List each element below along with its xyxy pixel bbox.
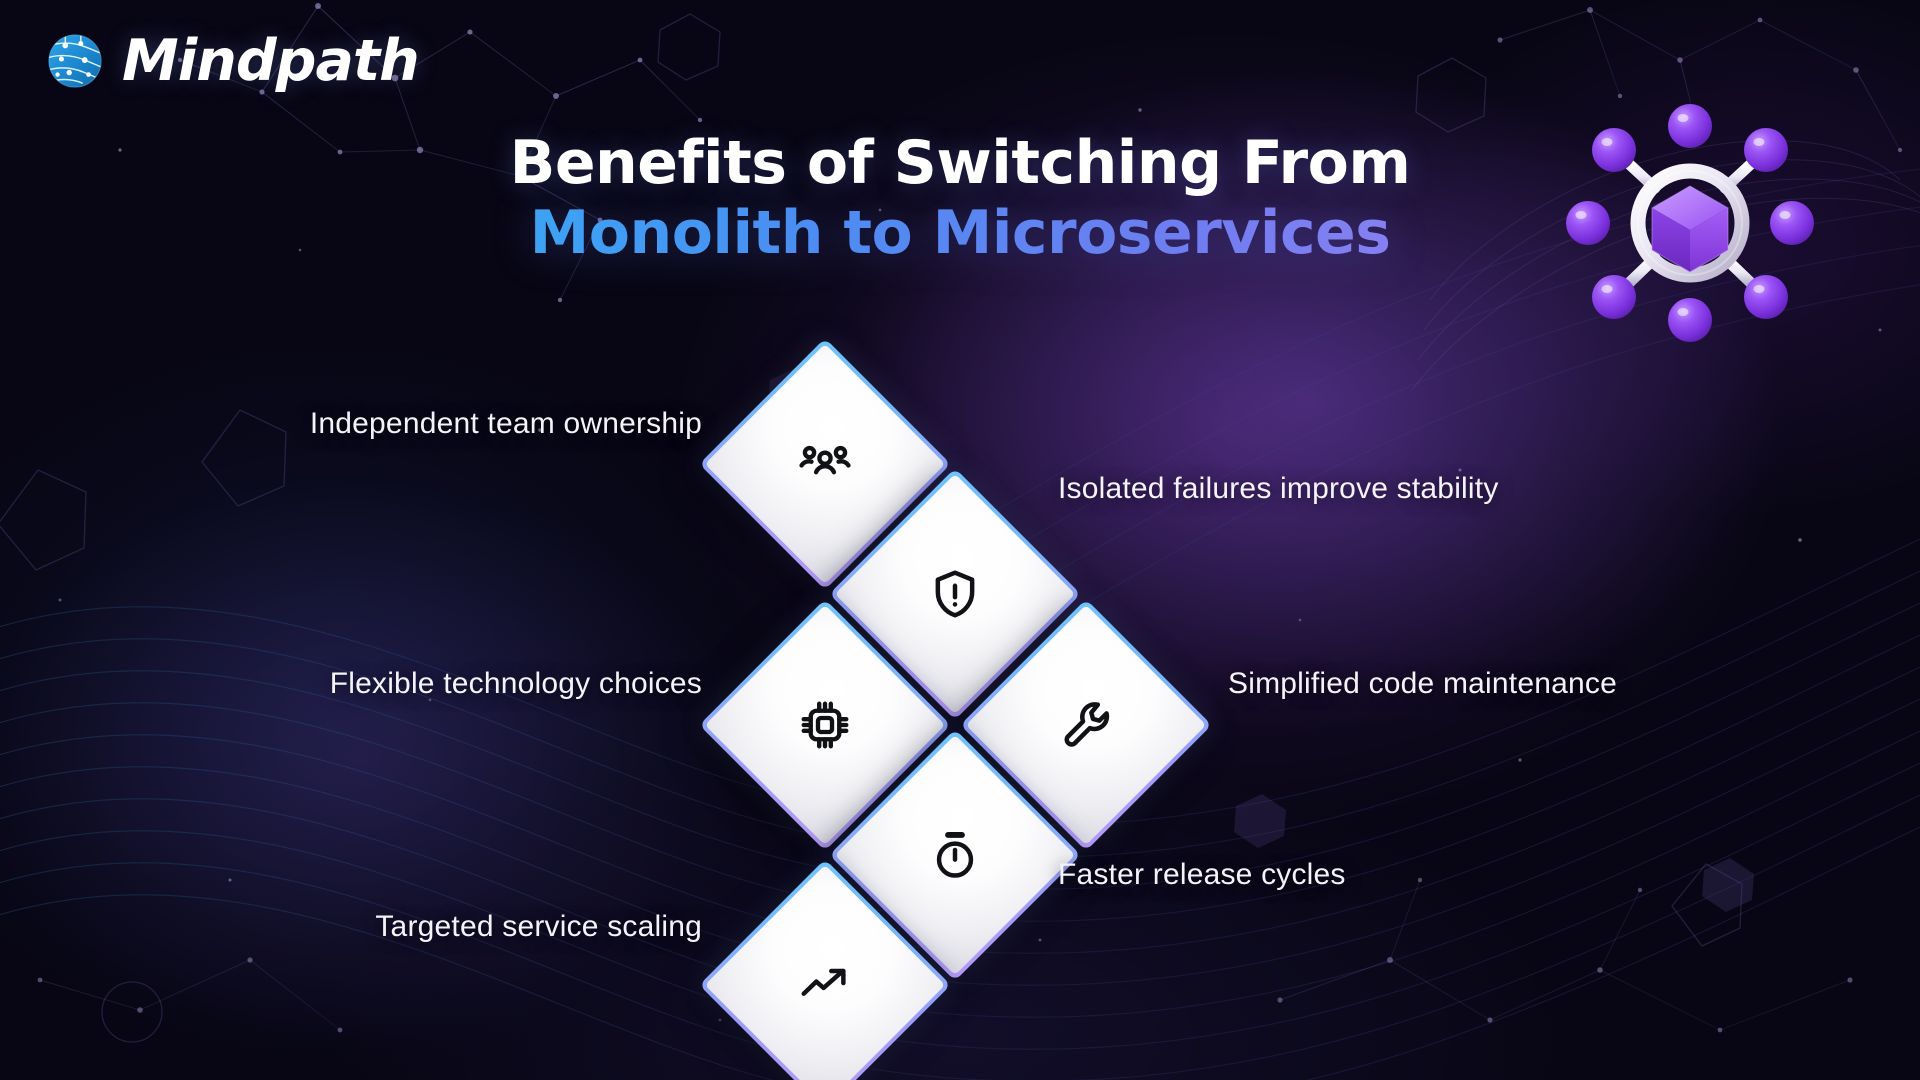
benefit-tile-faster-release-cycles[interactable] <box>829 729 1081 981</box>
title-line-2: Monolith to Microservices <box>0 197 1920 270</box>
trending-up-arrow-icon <box>795 955 855 1015</box>
benefit-tile-simplified-code-maintenance[interactable] <box>960 599 1212 851</box>
benefit-label-targeted-service-scaling: Targeted service scaling <box>375 910 702 943</box>
shield-alert-icon <box>925 564 985 624</box>
microservices-network-node-icon <box>1540 88 1840 358</box>
users-team-icon <box>795 434 855 494</box>
benefit-label-simplified-code-maintenance: Simplified code maintenance <box>1228 667 1617 700</box>
wrench-icon <box>1056 695 1116 755</box>
tile-face <box>704 604 946 846</box>
benefit-tile-independent-team-ownership[interactable] <box>699 338 951 590</box>
brand-logo[interactable]: Mindpath <box>44 27 420 94</box>
benefit-label-flexible-technology-choices: Flexible technology choices <box>329 667 702 700</box>
tile-face <box>704 343 946 585</box>
tile-face <box>704 864 946 1080</box>
benefit-tile-flexible-technology-choices[interactable] <box>699 599 951 851</box>
page-title: Benefits of Switching From Monolith to M… <box>0 128 1920 270</box>
benefit-label-independent-team-ownership: Independent team ownership <box>309 407 702 440</box>
tile-face <box>834 473 1076 715</box>
stopwatch-icon <box>925 825 985 885</box>
benefit-label-isolated-failures-improve-stability: Isolated failures improve stability <box>1058 472 1499 505</box>
benefit-label-faster-release-cycles: Faster release cycles <box>1058 858 1346 891</box>
title-line-1: Benefits of Switching From <box>509 128 1411 198</box>
benefit-tile-isolated-failures-improve-stability[interactable] <box>829 468 1081 720</box>
globe-network-icon <box>44 30 106 92</box>
brand-name: Mindpath <box>122 27 420 94</box>
tile-face <box>834 734 1076 976</box>
benefit-tile-targeted-service-scaling[interactable] <box>699 859 951 1080</box>
cpu-chip-icon <box>795 695 855 755</box>
tile-face <box>965 604 1207 846</box>
